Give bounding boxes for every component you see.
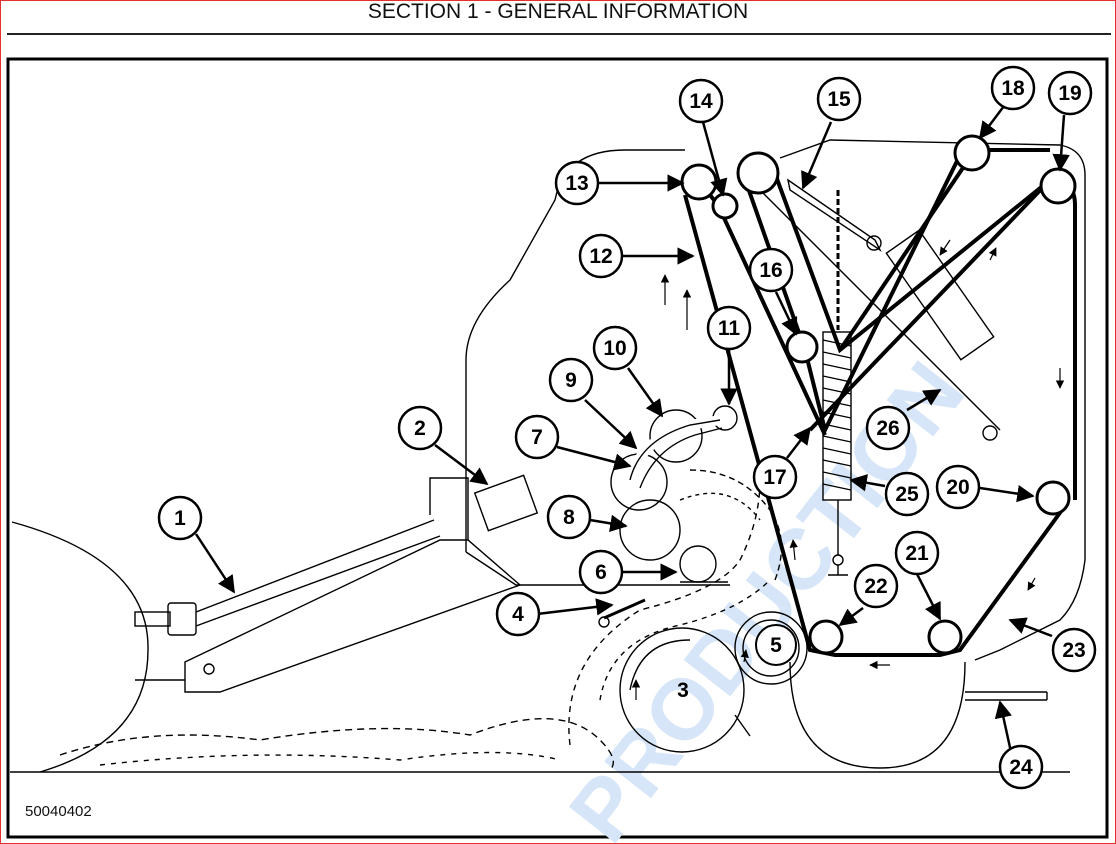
bale-shape [789,661,966,769]
svg-text:18: 18 [1001,77,1025,100]
callout-14: 14 [678,78,724,124]
header-rule [7,33,1111,35]
callout-11: 11 [706,305,752,351]
roller-19 [1039,167,1077,205]
roller-14 [711,192,739,220]
drawbar [184,539,522,693]
svg-text:9: 9 [565,369,577,392]
figure-border [6,57,1109,839]
callout-23: 23 [1051,627,1097,673]
pickup-wheel [619,627,745,753]
callout-9: 9 [548,357,594,403]
callout-15: 15 [816,76,862,122]
callout-12: 12 [578,233,624,279]
section-header: SECTION 1 - GENERAL INFORMATION [367,0,749,23]
callout-7: 7 [514,414,560,460]
callout-5: 5 [755,624,797,666]
svg-text:8: 8 [563,506,575,529]
watermark: PRODUCTION [551,345,983,844]
hydraulic-cylinder [885,229,995,361]
svg-text:4: 4 [512,603,524,626]
callout-3: 3 [677,679,689,702]
pto-coupler [167,602,197,636]
callout-26: 26 [865,405,911,451]
svg-text:21: 21 [905,542,929,565]
roller-8 [619,499,681,561]
body-lower-edge [465,551,730,586]
roller-10 [649,409,703,463]
callout-10: 10 [592,325,638,371]
svg-text:1: 1 [174,507,186,530]
callout-25: 25 [884,471,930,517]
roller-15-pulley [736,151,780,195]
svg-text:20: 20 [946,476,969,499]
roller-13 [680,163,718,201]
svg-text:12: 12 [589,245,612,268]
svg-text:2: 2 [414,417,426,440]
svg-text:10: 10 [603,337,626,360]
callout-19: 19 [1047,70,1093,116]
svg-text:17: 17 [763,466,786,489]
control-box [473,474,539,532]
pto-shaft [134,611,171,627]
svg-text:25: 25 [895,483,919,506]
windrow [59,717,614,771]
callout-2: 2 [397,405,443,451]
callout-18: 18 [990,65,1036,111]
svg-text:5: 5 [770,634,782,657]
svg-text:7: 7 [531,426,543,449]
svg-text:24: 24 [1009,756,1033,779]
callout-24: 24 [998,744,1044,790]
roller-21 [927,619,963,655]
callout-22: 22 [853,563,899,609]
callout-8: 8 [546,494,592,540]
callout-16: 16 [748,247,794,293]
svg-text:22: 22 [864,575,887,598]
svg-text:26: 26 [876,417,899,440]
roller-22 [808,619,844,655]
svg-text:19: 19 [1058,82,1081,105]
roller-20 [1035,480,1071,516]
svg-text:23: 23 [1062,639,1085,662]
baler-drawing [10,134,1086,773]
svg-text:13: 13 [565,172,588,195]
svg-text:16: 16 [759,259,782,282]
svg-text:15: 15 [827,88,851,111]
leader-lines [194,105,1070,753]
roller-6 [679,545,717,583]
svg-text:14: 14 [689,90,713,113]
roller-18 [953,134,991,172]
roller-16 [785,330,819,364]
tractor-wheel [11,521,149,773]
callout-17: 17 [752,454,798,500]
svg-text:11: 11 [718,317,741,340]
callout-4: 4 [495,591,541,637]
callout-6: 6 [578,549,624,595]
crop-flow [568,479,761,746]
callout-13: 13 [554,160,600,206]
callout-20: 20 [935,464,981,510]
figure-number: 50040402 [25,803,92,820]
svg-text:3: 3 [677,679,689,702]
callout-21: 21 [894,530,940,576]
starter-roller [734,611,808,685]
callouts: 1 2 3 4 5 6 7 8 9 10 11 12 13 14 15 16 1… [157,65,1097,790]
svg-text:6: 6 [595,561,607,584]
callout-1: 1 [157,495,203,541]
tailgate-outline [779,139,1086,661]
